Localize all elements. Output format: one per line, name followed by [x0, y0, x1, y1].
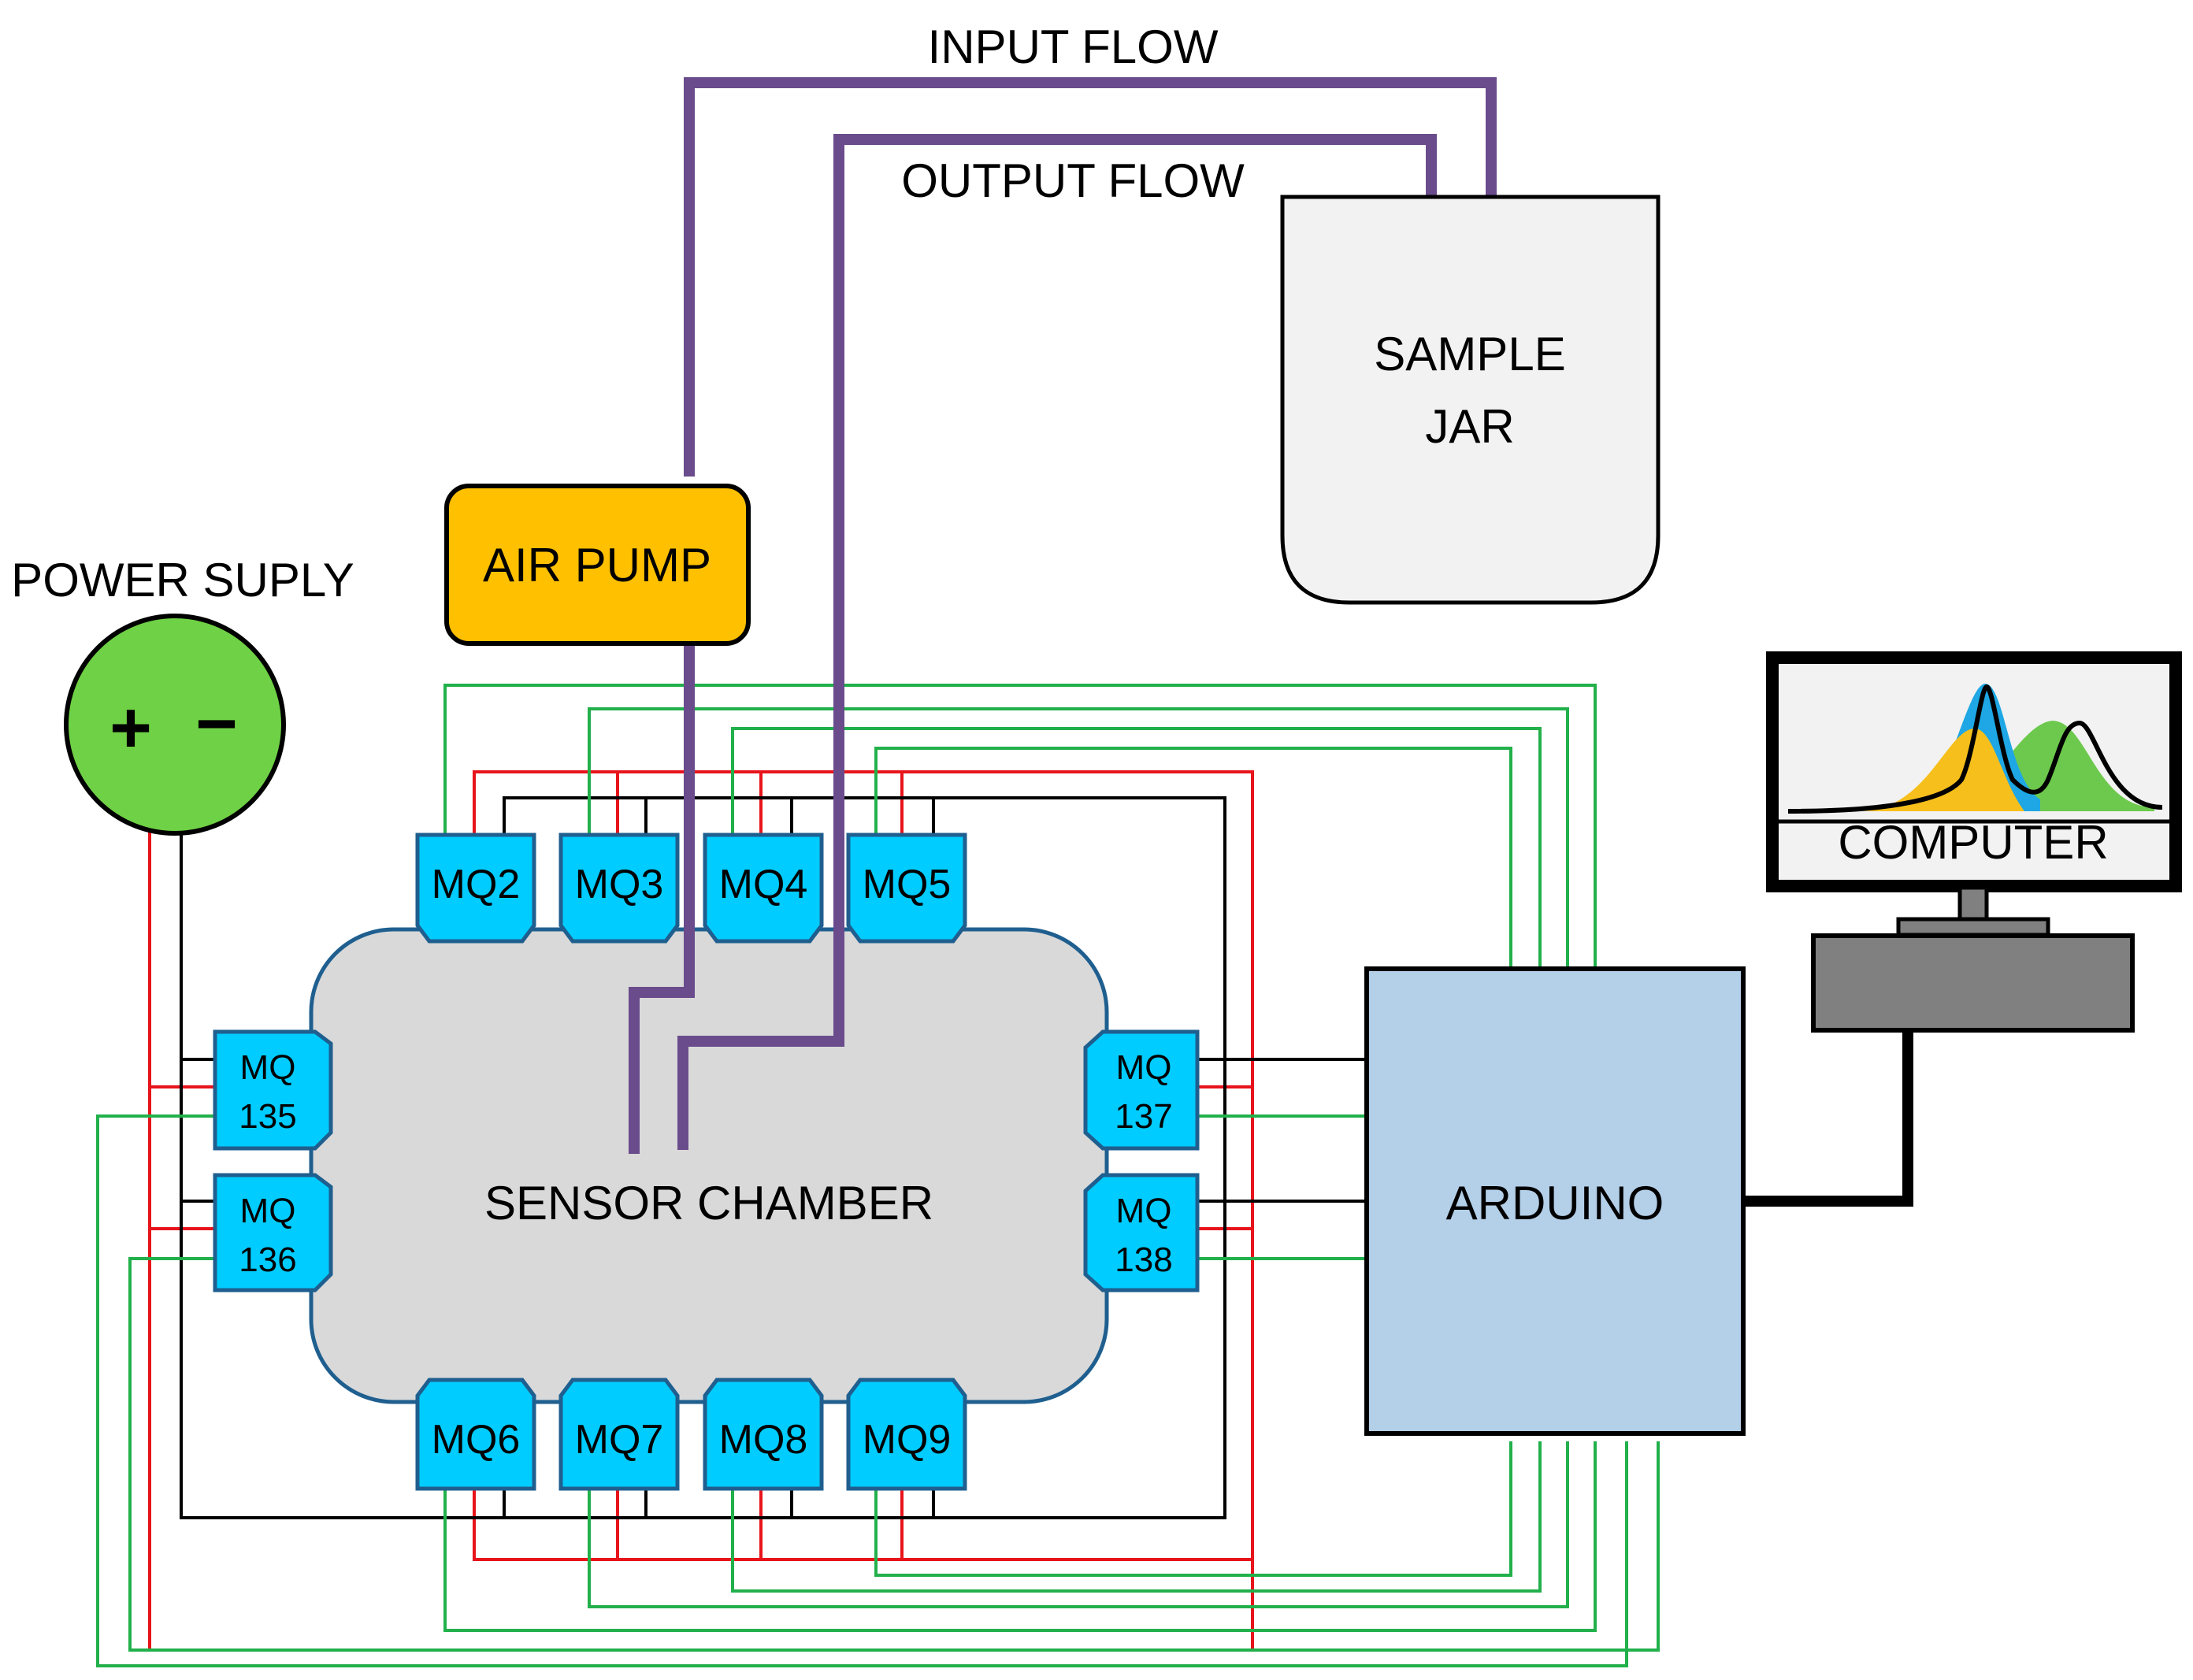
sensor-mq8: MQ8	[703, 1378, 824, 1491]
sensor-label: MQ8	[719, 1417, 808, 1463]
sensor-label-line2: 136	[239, 1241, 296, 1279]
sensor-mq9: MQ9	[846, 1378, 967, 1491]
wiring	[96, 684, 1660, 1667]
sensor-label-line1: MQ	[1116, 1192, 1172, 1230]
computer-base	[1811, 933, 2135, 1033]
sensor-mq136: MQ 136	[213, 1173, 333, 1292]
sensor-label-line1: MQ	[240, 1192, 296, 1230]
input-flow-tube	[684, 77, 1497, 477]
sensor-label: MQ5	[863, 862, 952, 907]
ground-wires	[180, 796, 1367, 1519]
sensor-label-line2: 137	[1115, 1097, 1172, 1136]
yellow-peak	[1859, 728, 2024, 811]
power-supply	[64, 614, 286, 836]
minus-terminal: −	[195, 684, 238, 764]
sensor-mq5: MQ5	[846, 833, 967, 944]
sensor-mq7: MQ7	[558, 1378, 680, 1491]
computer-label: COMPUTER	[1838, 816, 2108, 869]
sensor-label: MQ7	[575, 1417, 664, 1463]
sensor-chamber-label: SENSOR CHAMBER	[484, 1177, 933, 1229]
sensor-label: MQ9	[863, 1417, 952, 1463]
sensor-label-line2: 138	[1115, 1241, 1172, 1279]
usb-cable	[1743, 1030, 1913, 1207]
computer: COMPUTER	[1766, 651, 2182, 1033]
sensor-mq6: MQ6	[415, 1378, 536, 1491]
sample-jar-label-line1: SAMPLE	[1374, 328, 1565, 380]
sensor-mq138: MQ 138	[1083, 1173, 1200, 1292]
baseline	[1787, 684, 2163, 814]
arduino-board	[1364, 966, 1746, 1436]
output-flow-tube	[677, 134, 1437, 1150]
sensor-mq4: MQ4	[703, 833, 824, 944]
arduino-label: ARDUINO	[1446, 1177, 1664, 1229]
output-flow-label: OUTPUT FLOW	[901, 154, 1245, 207]
air-pump	[444, 484, 751, 646]
pump-to-chamber-tube	[629, 642, 695, 1154]
chromatogram-graphic	[1787, 684, 2163, 814]
sensor-label-line2: 135	[239, 1097, 296, 1136]
left-sensor-column: MQ 135 MQ 136	[213, 1029, 333, 1292]
sensor-label-line1: MQ	[240, 1048, 296, 1087]
sensor-mq2: MQ2	[415, 833, 536, 944]
power-supply-label: POWER SUPLY	[11, 554, 354, 606]
sensor-mq135: MQ 135	[213, 1029, 333, 1151]
monitor-neck	[1957, 885, 1989, 923]
positive-wires	[148, 770, 1254, 1652]
sample-jar-label-line2: JAR	[1425, 400, 1514, 453]
air-tubes	[629, 77, 1497, 1154]
top-sensor-row: MQ2 MQ3 MQ4 MQ5	[415, 833, 967, 944]
right-sensor-column: MQ 137 MQ 138	[1083, 1029, 1200, 1292]
sensor-label-line1: MQ	[1116, 1048, 1172, 1087]
air-pump-label: AIR PUMP	[483, 539, 711, 592]
sample-jar	[1280, 195, 1661, 605]
bottom-sensor-row: MQ6 MQ7 MQ8 MQ9	[415, 1378, 967, 1491]
sensor-label: MQ3	[575, 862, 664, 907]
sensor-label: MQ6	[432, 1417, 521, 1463]
sensor-label: MQ2	[432, 862, 521, 907]
sensor-label: MQ4	[719, 862, 808, 907]
plus-terminal: +	[109, 688, 152, 768]
sensor-mq137: MQ 137	[1083, 1029, 1200, 1151]
input-flow-label: INPUT FLOW	[928, 20, 1219, 73]
signal-wires	[96, 684, 1660, 1667]
monitor-stand	[1896, 917, 2050, 937]
sensor-mq3: MQ3	[558, 833, 680, 944]
sensor-chamber	[309, 927, 1109, 1404]
